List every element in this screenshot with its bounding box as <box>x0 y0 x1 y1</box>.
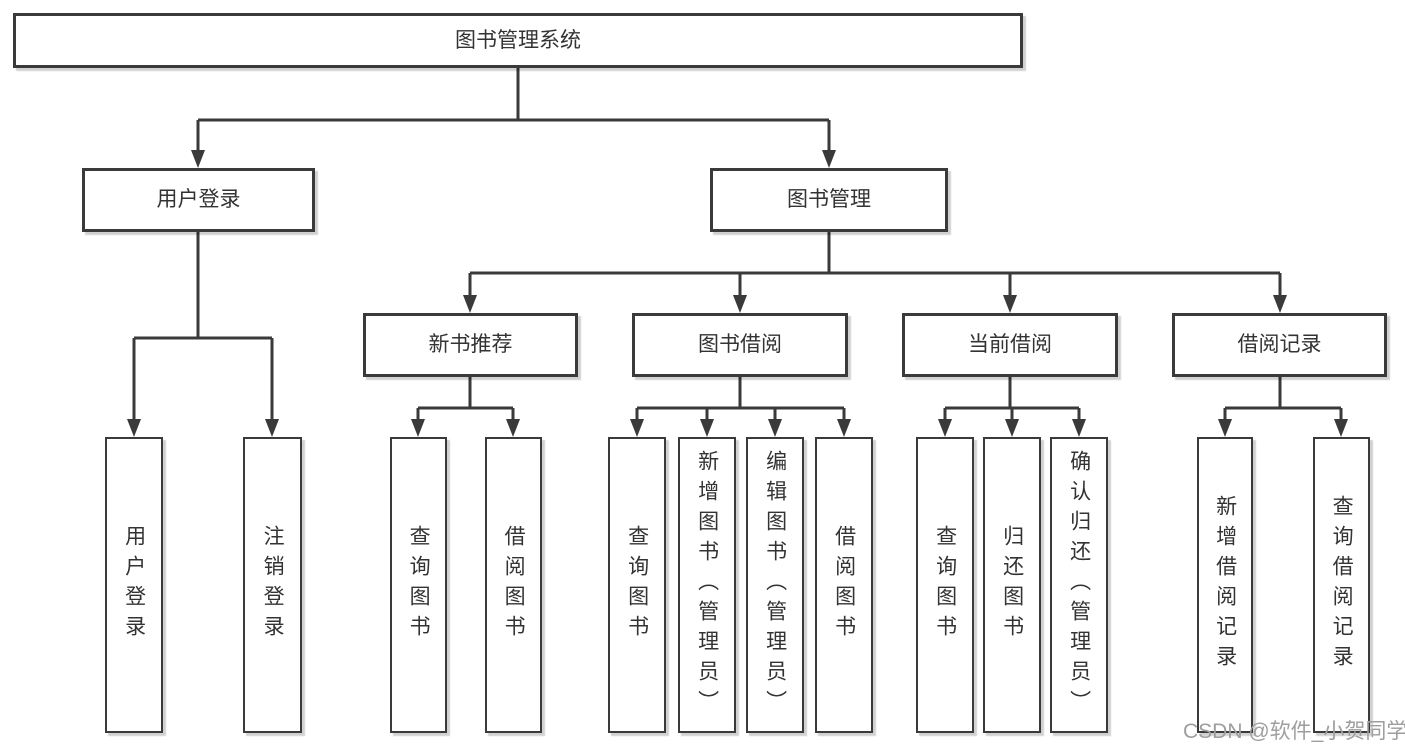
leaf-confirm-return-admin: 确认归还（管理员） <box>1050 437 1108 733</box>
node-new-book-recommend-label: 新书推荐 <box>428 333 513 357</box>
leaf-return-books: 归还图书 <box>983 437 1041 733</box>
leaf-user-login: 用户登录 <box>105 437 163 733</box>
leaf-query-borrow-record-label: 查询借阅记录 <box>1330 495 1354 675</box>
node-library-system: 图书管理系统 <box>13 13 1023 68</box>
leaf-query-books-label: 查询图书 <box>407 525 431 645</box>
connector-current-borrow-split <box>938 377 1086 437</box>
leaf-logout: 注销登录 <box>243 437 302 733</box>
leaf-confirm-return-admin-label: 确认归还（管理员） <box>1067 450 1091 720</box>
leaf-borrow-books-label: 借阅图书 <box>502 525 526 645</box>
node-book-borrow: 图书借阅 <box>632 313 848 377</box>
node-user-login-label: 用户登录 <box>156 188 241 212</box>
connector-book-management-split <box>463 232 1287 313</box>
node-user-login: 用户登录 <box>82 168 315 232</box>
leaf-edit-books-admin: 编辑图书（管理员） <box>746 437 804 733</box>
leaf-add-books-admin: 新增图书（管理员） <box>678 437 736 733</box>
node-current-borrow: 当前借阅 <box>902 313 1118 377</box>
leaf-query-books-label: 查询图书 <box>625 525 649 645</box>
node-book-management-label: 图书管理 <box>787 188 871 212</box>
leaf-logout-label: 注销登录 <box>261 525 285 645</box>
leaf-query-books-label: 查询图书 <box>933 525 957 645</box>
leaf-add-borrow-record: 新增借阅记录 <box>1197 437 1253 733</box>
leaf-borrow-books: 借阅图书 <box>485 437 542 733</box>
node-borrow-records-label: 借阅记录 <box>1237 333 1322 357</box>
leaf-add-books-admin-label: 新增图书（管理员） <box>695 450 719 720</box>
leaf-return-books-label: 归还图书 <box>1000 525 1024 645</box>
leaf-edit-books-admin-label: 编辑图书（管理员） <box>763 450 787 720</box>
leaf-user-login-label: 用户登录 <box>122 525 146 645</box>
csdn-watermark: CSDN @软件_小贺同学 <box>1183 720 1405 743</box>
connector-root-split <box>191 68 836 168</box>
connector-book-borrow-split <box>630 377 851 437</box>
leaf-add-borrow-record-label: 新增借阅记录 <box>1213 495 1237 675</box>
leaf-borrow-books-label: 借阅图书 <box>832 525 856 645</box>
connector-user-login-split <box>127 232 279 437</box>
leaf-borrow-books: 借阅图书 <box>815 437 873 733</box>
node-library-system-label: 图书管理系统 <box>455 28 581 52</box>
node-book-borrow-label: 图书借阅 <box>698 333 782 357</box>
leaf-query-books: 查询图书 <box>916 437 974 733</box>
leaf-query-books: 查询图书 <box>608 437 666 733</box>
node-current-borrow-label: 当前借阅 <box>968 333 1052 357</box>
connector-new-book-split <box>411 377 520 437</box>
connector-borrow-records-split <box>1218 377 1348 437</box>
node-book-management: 图书管理 <box>710 168 948 232</box>
leaf-query-borrow-record: 查询借阅记录 <box>1313 437 1370 733</box>
node-new-book-recommend: 新书推荐 <box>363 313 578 377</box>
node-borrow-records: 借阅记录 <box>1172 313 1387 377</box>
leaf-query-books: 查询图书 <box>390 437 447 733</box>
